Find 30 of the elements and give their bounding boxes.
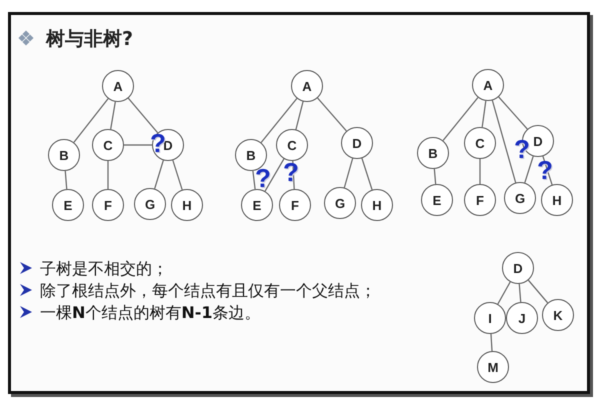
bullet-text: 一棵N个结点的树有N-1条边。 [40,305,261,321]
tree-edge [361,158,373,190]
tree-edge [295,101,304,130]
slide-title: 树与非树? [46,27,134,52]
tree-edge [64,170,68,190]
tree-edge [344,158,354,188]
tree-edge [73,98,109,143]
tree-edge [260,98,298,143]
tree-edge [124,144,152,146]
tree-edge [434,168,436,184]
tree-edge [128,98,158,134]
tree-edge [490,334,493,352]
tree-edge [317,98,347,132]
tree-edge [442,97,478,141]
tree-edge [482,100,486,128]
tree-edge [528,280,548,304]
tree-edge [154,160,164,189]
tree-edge [498,96,528,130]
tree-edge [172,160,183,190]
tree-edge [518,284,522,302]
tree-edge [524,156,534,183]
tree-edge [492,100,516,183]
tree-edge [264,158,284,192]
tree-edge [107,161,109,189]
tree-edge [110,102,116,130]
tree-edge [252,170,256,190]
bullet-text: 子树是不相交的； [40,261,168,277]
tree-edge [479,159,481,184]
tree-edge [497,282,511,304]
bullet-text: 除了根结点外，每个结点有且仅有一个父结点； [40,283,376,299]
